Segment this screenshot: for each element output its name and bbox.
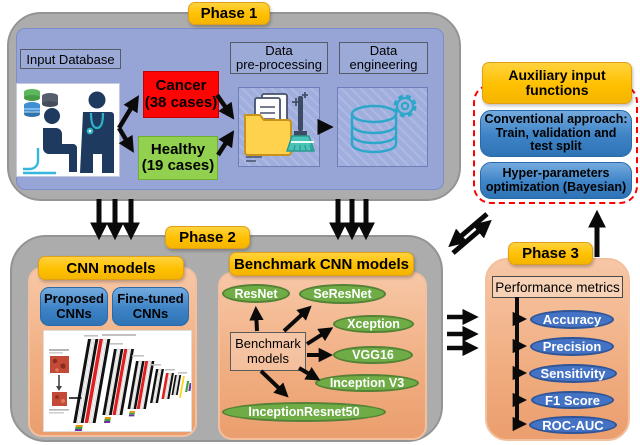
proposed-cnns-box: Proposed CNNs: [40, 287, 108, 326]
data-preprocessing-image: [238, 87, 320, 167]
arrows-phase2-auxiliary: [448, 212, 492, 255]
model-ellipse-inceptionresnet50: InceptionResnet50: [222, 402, 386, 422]
input-database-label: Input Database: [20, 49, 121, 69]
data-engineering-label: Data engineering: [339, 42, 428, 74]
healthy-box: Healthy (19 cases): [138, 136, 218, 180]
database-stack-icon: [24, 89, 58, 117]
auxiliary-title: Auxiliary input functions: [482, 62, 632, 104]
cancer-box: Cancer (38 cases): [143, 71, 219, 118]
arrows-phase2-to-phase3: [447, 308, 479, 357]
metric-ellipse-rocauc: ROC-AUC: [529, 416, 617, 434]
cnn-layer-stack: [73, 338, 191, 431]
metric-ellipse-sensitivity: Sensitivity: [529, 364, 617, 383]
metric-ellipse-precision: Precision: [530, 337, 614, 356]
broom-icon: [285, 96, 316, 152]
data-preprocessing-label: Data pre-processing: [230, 42, 328, 74]
model-ellipse-inceptionv3: Inception V3: [315, 374, 419, 392]
model-ellipse-vgg16: VGG16: [333, 346, 413, 364]
folder-icon: [243, 114, 292, 156]
benchmark-models-box: Benchmark models: [230, 332, 306, 371]
arrows-phase1-to-phase2-left: [90, 199, 140, 241]
model-ellipse-xception: Xception: [333, 315, 414, 333]
bench-icon: [23, 148, 56, 175]
phase3-label: Phase 3: [508, 242, 593, 265]
hyperparameters-box: Hyper-parameters optimization (Bayesian): [480, 162, 632, 199]
gear-icon: [393, 94, 417, 118]
cnn-architecture-image: [43, 330, 192, 432]
arrows-phase1-to-phase2-right: [329, 199, 375, 241]
conventional-approach-box: Conventional approach: Train, validation…: [480, 110, 632, 157]
cnn-layers-diagram-icon: [49, 334, 191, 431]
model-ellipse-resnet: ResNet: [222, 284, 290, 303]
database-gear-icon: [350, 94, 417, 154]
doctor-patient-database-icon: [23, 89, 114, 175]
doctor-icon: [80, 91, 114, 173]
folder-documents-broom-icon: [243, 92, 316, 162]
phase1-label: Phase 1: [188, 2, 270, 25]
model-ellipse-seresnet: SeResNet: [299, 284, 386, 304]
finetuned-cnns-box: Fine-tuned CNNs: [112, 287, 189, 326]
metric-ellipse-f1score: F1 Score: [531, 391, 614, 409]
benchmark-header: Benchmark CNN models: [229, 252, 414, 276]
plus-marks-icon: [292, 92, 308, 106]
cnn-models-header: CNN models: [38, 256, 184, 280]
input-database-image: [16, 83, 120, 177]
patient-icon: [43, 108, 77, 172]
metric-ellipse-accuracy: Accuracy: [530, 310, 614, 329]
performance-metrics-header: Performance metrics: [492, 276, 623, 298]
phase2-label: Phase 2: [165, 226, 250, 249]
data-engineering-image: [337, 87, 428, 167]
